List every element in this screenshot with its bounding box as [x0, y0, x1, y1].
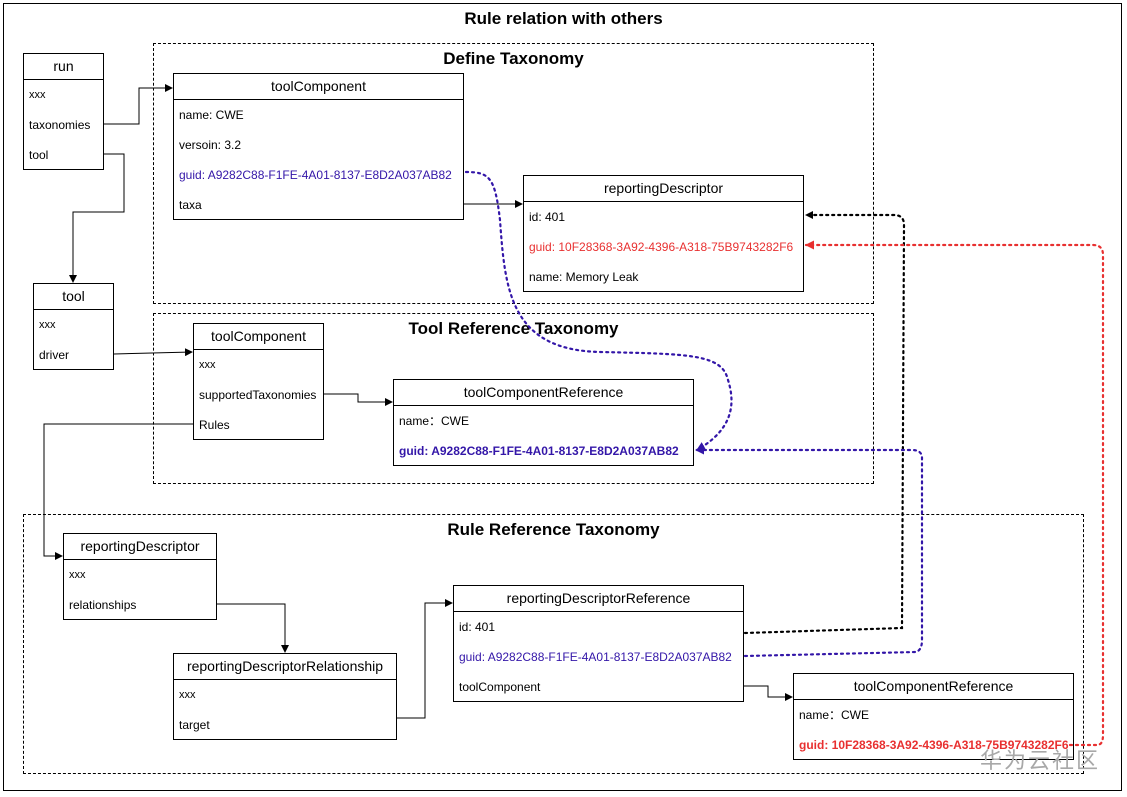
watermark: 华为云社区 [980, 749, 1101, 774]
reportingdescriptor-define-id: id: 401 [529, 210, 566, 224]
link-relationships-to-relationship [217, 603, 289, 653]
link-target-to-reference [397, 599, 453, 719]
reportingdescriptorrelationship-box: reportingDescriptorRelationship xxx targ… [173, 653, 397, 740]
toolcomponent-tool-title: toolComponent [194, 324, 323, 350]
toolcomponentreference-tool-name: name：CWE [399, 414, 470, 428]
reportingdescriptorreference-title: reportingDescriptorReference [454, 586, 743, 612]
toolcomponent-tool-box: toolComponent xxx supportedTaxonomies Ru… [193, 323, 324, 440]
tool-title: tool [34, 284, 113, 310]
toolcomponentreference-tool-guid: guid: A9282C88-F1FE-4A01-8137-E8D2A037AB… [399, 444, 679, 458]
reportingdescriptor-define-guid: guid: 10F28368-3A92-4396-A318-75B9743282… [529, 240, 794, 254]
toolcomponent-tool-rules: Rules [199, 418, 230, 432]
run-row-tool: tool [29, 148, 49, 162]
link-run-taxonomies-to-toolcomponent [104, 84, 173, 125]
group-title-ruleref: Rule Reference Taxonomy [447, 520, 660, 539]
tool-row-driver: driver [39, 348, 70, 362]
reportingdescriptorrelationship-xxx: xxx [179, 689, 196, 701]
reportingdescriptor-rule-xxx: xxx [69, 569, 86, 581]
reportingdescriptor-rule-title: reportingDescriptor [64, 534, 216, 560]
toolcomponentreference-tool-title: toolComponentReference [394, 380, 693, 406]
link-run-tool-to-tool [69, 153, 125, 283]
toolcomponentreference-rule-name: name：CWE [799, 708, 870, 722]
reportingdescriptor-define-box: reportingDescriptor id: 401 guid: 10F283… [523, 175, 804, 292]
toolcomponent-tool-supported: supportedTaxonomies [199, 388, 317, 402]
toolcomponentreference-rule-box: toolComponentReference name：CWE guid: 10… [793, 673, 1074, 760]
toolcomponentreference-rule-title: toolComponentReference [794, 674, 1073, 700]
diagram-title: Rule relation with others [464, 9, 663, 28]
group-rule-reference-taxonomy: Rule Reference Taxonomy [23, 514, 1084, 774]
group-title-define: Define Taxonomy [443, 49, 584, 68]
reportingdescriptor-define-title: reportingDescriptor [524, 176, 803, 202]
toolcomponent-define-taxa: taxa [179, 198, 202, 212]
reportingdescriptor-rule-box: reportingDescriptor xxx relationships [63, 533, 217, 620]
toolcomponent-define-box: toolComponent name: CWE versoin: 3.2 gui… [173, 73, 464, 220]
dotted-blue-guid-link [694, 445, 924, 658]
diagram-frame [3, 3, 1122, 791]
dotted-red-guid-link [804, 240, 1105, 747]
toolcomponent-define-title: toolComponent [174, 74, 463, 100]
toolcomponentreference-rule-guid: guid: 10F28368-3A92-4396-A318-75B9743282… [799, 738, 1069, 752]
tool-row-xxx: xxx [39, 319, 56, 331]
toolcomponent-define-name: name: CWE [179, 108, 244, 122]
toolcomponent-define-guid: guid: A9282C88-F1FE-4A01-8137-E8D2A037AB… [179, 168, 452, 182]
link-driver-to-toolcomponent [113, 348, 193, 357]
reportingdescriptorrelationship-target: target [179, 718, 210, 732]
run-row-taxonomies: taxonomies [29, 118, 91, 132]
toolcomponent-define-version: versoin: 3.2 [179, 138, 242, 152]
link-supported-to-toolcomponentreference [324, 393, 393, 406]
run-box: run xxx taxonomies tool [23, 53, 104, 170]
reportingdescriptorreference-box: reportingDescriptorReference id: 401 gui… [453, 585, 744, 702]
run-title: run [24, 54, 103, 80]
reportingdescriptor-rule-relationships: relationships [69, 598, 137, 612]
reportingdescriptorrelationship-title: reportingDescriptorRelationship [174, 654, 396, 680]
dotted-black-id-link [743, 211, 906, 635]
toolcomponent-tool-xxx: xxx [199, 359, 216, 371]
tool-box: tool xxx driver [33, 283, 114, 370]
group-title-toolref: Tool Reference Taxonomy [408, 319, 619, 338]
reportingdescriptorreference-id: id: 401 [459, 620, 496, 634]
link-rules-to-reportingdescriptor [43, 423, 193, 560]
toolcomponentreference-tool-box: toolComponentReference name：CWE guid: A9… [393, 379, 694, 466]
link-toolcomponent-to-toolcomponentreference [744, 685, 793, 701]
dotted-blue-taxonomy-guid-link [464, 170, 733, 452]
run-row-xxx: xxx [29, 89, 46, 101]
group-tool-reference-taxonomy: Tool Reference Taxonomy [153, 313, 874, 484]
reportingdescriptorreference-toolcomponent: toolComponent [459, 680, 541, 694]
reportingdescriptorreference-guid: guid: A9282C88-F1FE-4A01-8137-E8D2A037AB… [459, 650, 732, 664]
reportingdescriptor-define-name: name: Memory Leak [529, 270, 639, 284]
